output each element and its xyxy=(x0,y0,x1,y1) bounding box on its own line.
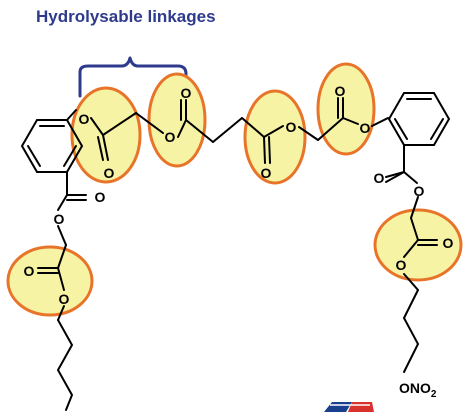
oxygen-label: O xyxy=(396,257,407,273)
oxygen-label: O xyxy=(443,235,454,251)
oxygen-label: O xyxy=(104,165,115,181)
oxygen-label: O xyxy=(165,129,176,145)
right-benzene-ring xyxy=(387,92,451,146)
oxygen-label: O xyxy=(79,111,90,127)
oxygen-label: O xyxy=(181,85,192,101)
linkage-ellipse-4 xyxy=(316,62,376,156)
oxygen-label: O xyxy=(286,119,297,135)
highlight-ellipses xyxy=(6,62,463,317)
linkage-ellipse-1 xyxy=(70,86,142,184)
linkage-ellipse-3 xyxy=(243,89,307,185)
linkage-ellipse-5 xyxy=(6,245,94,317)
oxygen-label: O xyxy=(335,83,346,99)
linkage-ellipse-2 xyxy=(147,72,207,168)
oxygen-label: O xyxy=(360,120,371,136)
nitrate-label: ONO2 xyxy=(399,380,437,400)
linkage-bracket xyxy=(78,56,188,98)
oxygen-label: O xyxy=(59,291,70,307)
atom-labels: O O O O O O O O O O O O O O O O xyxy=(24,83,454,307)
company-logo-icon xyxy=(324,402,374,412)
oxygen-label: O xyxy=(54,211,65,227)
bonds xyxy=(20,92,451,411)
oxygen-label: O xyxy=(95,189,106,205)
oxygen-label: O xyxy=(374,170,385,186)
oxygen-label: O xyxy=(414,183,425,199)
oxygen-label: O xyxy=(24,263,35,279)
oxygen-label: O xyxy=(261,165,272,181)
diagram-title: Hydrolysable linkages xyxy=(36,7,216,26)
